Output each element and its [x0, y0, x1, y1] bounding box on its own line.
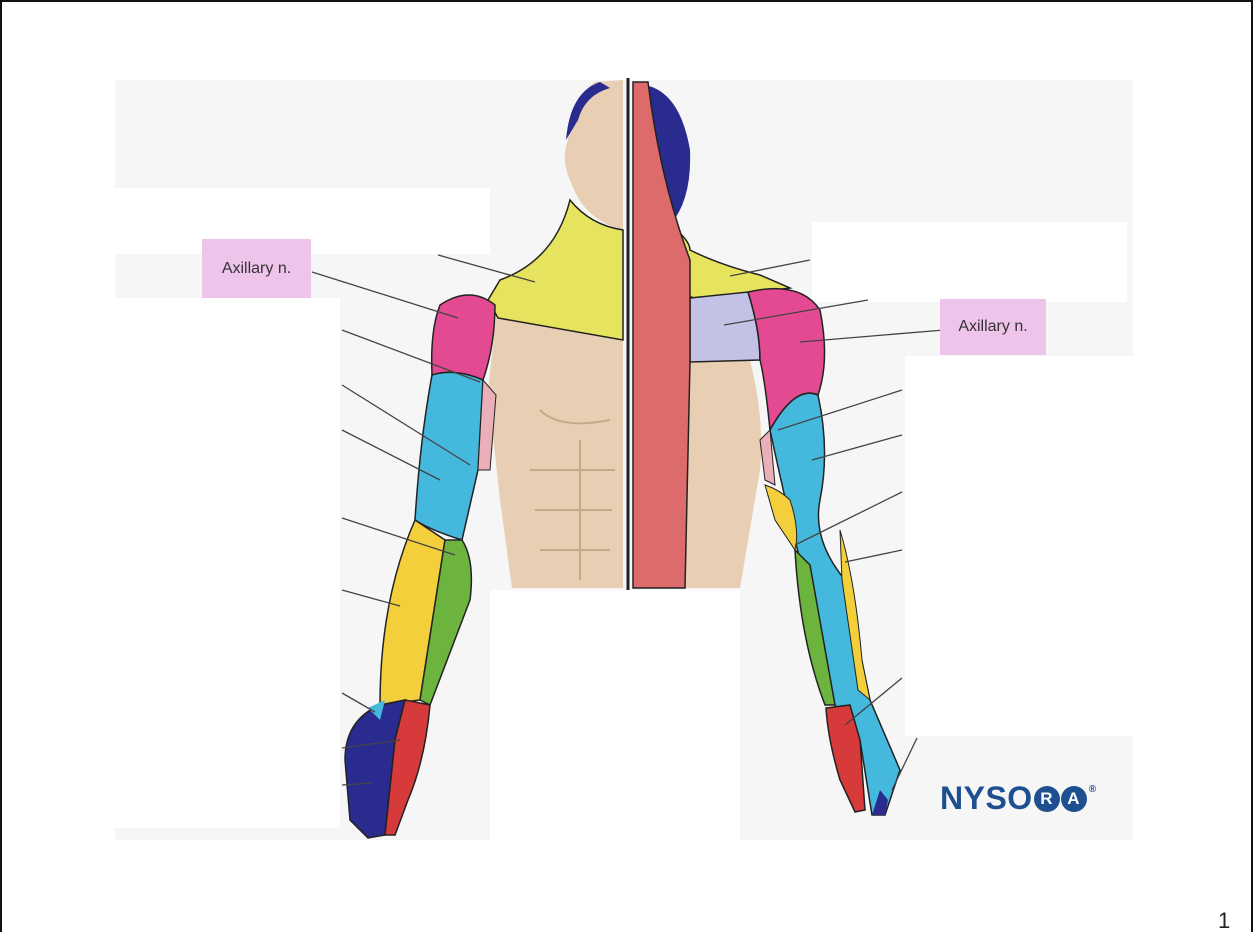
back-scapula-lavender: [690, 292, 760, 362]
axillary-nerve-label-left: Axillary n.: [202, 239, 311, 298]
axillary-nerve-label-right: Axillary n.: [940, 299, 1046, 355]
logo-circle-r: R: [1034, 786, 1060, 812]
logo-registered-mark: ®: [1089, 784, 1097, 795]
logo-circle-a: A: [1061, 786, 1087, 812]
front-torso: [488, 300, 623, 588]
page-number: 1: [1218, 908, 1230, 934]
nysora-logo: NYSO R A ®: [940, 780, 1097, 817]
logo-text: NYSO: [940, 780, 1033, 817]
